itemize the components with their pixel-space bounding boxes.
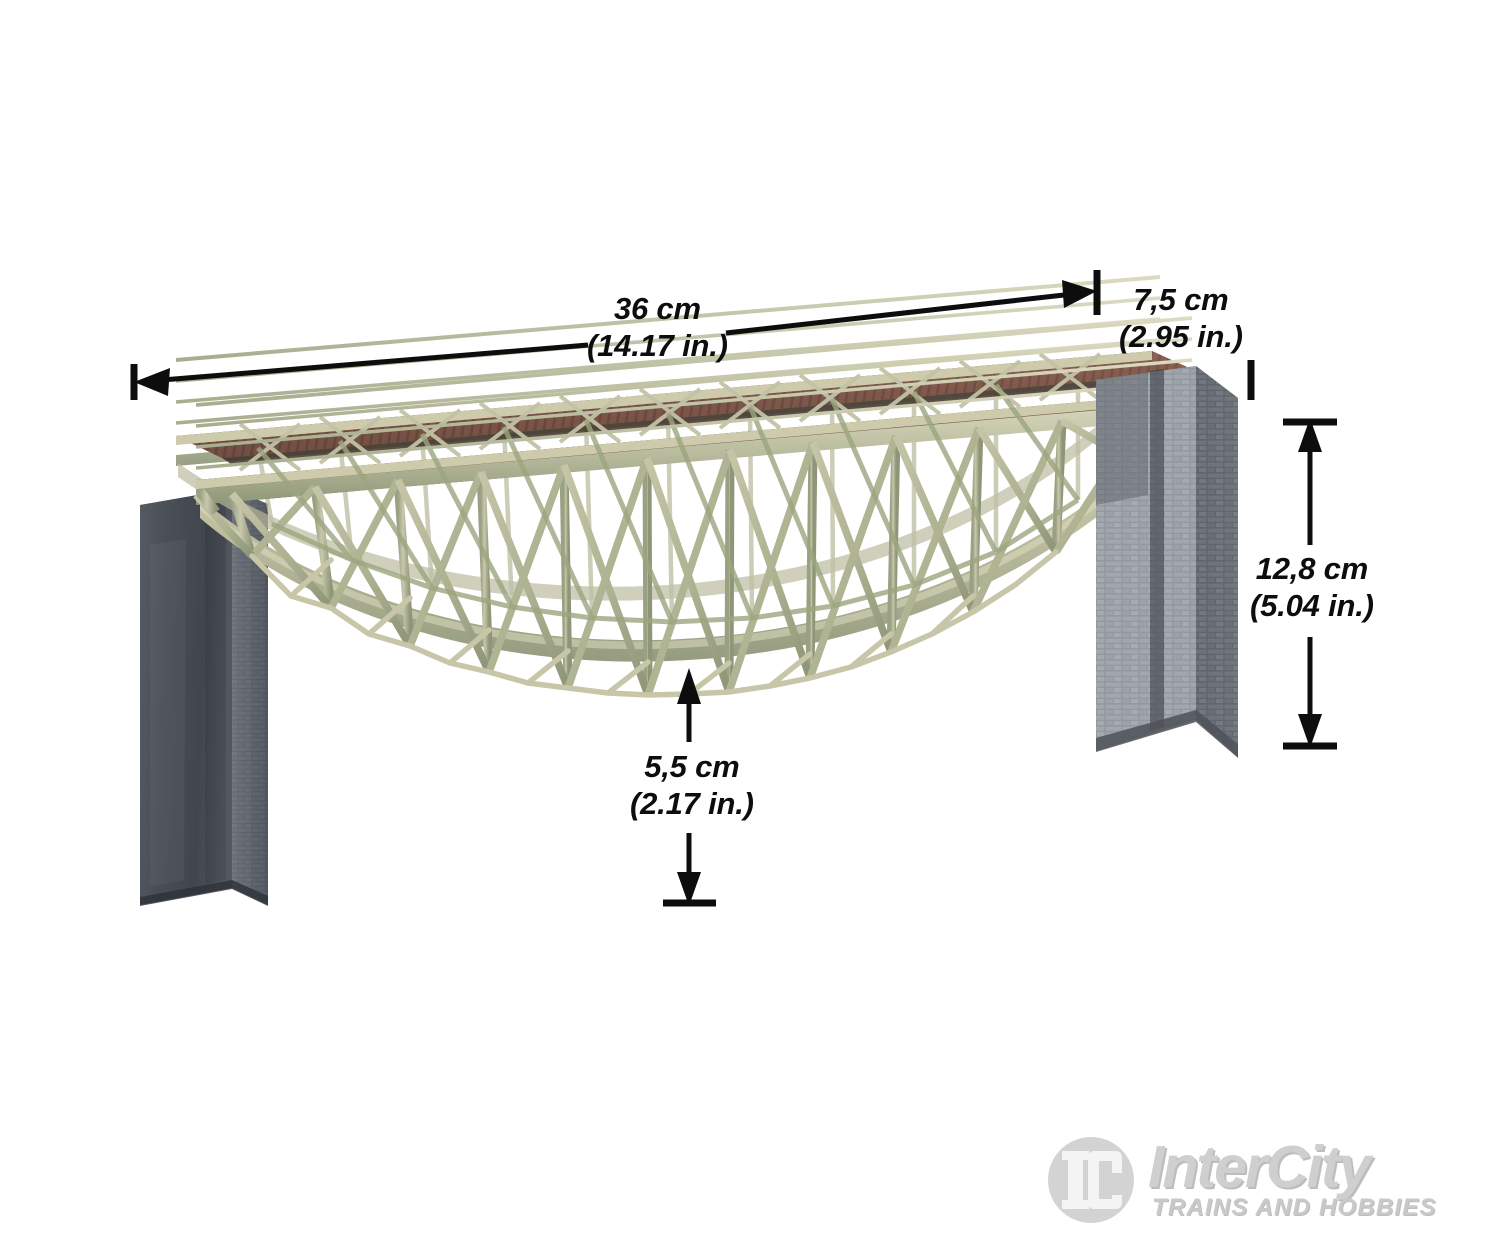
dimension-length	[130, 270, 1101, 400]
left-abutment	[140, 489, 268, 906]
dimension-length-imperial: (14.17 in.)	[587, 327, 728, 363]
dimension-label-length: 36 cm (14.17 in.)	[587, 291, 728, 364]
dimension-clearance	[663, 668, 716, 907]
dimension-height-metric: 12,8 cm	[1255, 551, 1369, 586]
dimension-annotations	[130, 270, 1337, 907]
dimension-length-metric: 36 cm	[613, 291, 701, 326]
watermark-tagline: TRAINS AND HOBBIES	[1152, 1194, 1437, 1222]
intercity-watermark-logo: InterCity TRAINS AND HOBBIES	[1048, 1128, 1438, 1232]
watermark-text-block: InterCity TRAINS AND HOBBIES	[1148, 1133, 1437, 1222]
letter-i-glyph	[1062, 1151, 1089, 1209]
dimension-width-metric: 7,5 cm	[1133, 282, 1229, 317]
dimension-clearance-metric: 5,5 cm	[644, 749, 740, 784]
letter-c-glyph	[1088, 1151, 1124, 1209]
dimension-clearance-imperial: (2.17 in.)	[630, 785, 754, 821]
near-truss	[193, 383, 1192, 698]
dimension-label-clearance: 5,5 cm (2.17 in.)	[630, 749, 754, 822]
dimension-label-width: 7,5 cm (2.95 in.)	[1119, 282, 1243, 355]
truss-bridge	[174, 275, 1218, 698]
dimension-height-imperial: (5.04 in.)	[1250, 587, 1374, 623]
ic-badge-icon	[1048, 1137, 1134, 1223]
right-abutment	[1096, 366, 1238, 758]
dimension-label-height: 12,8 cm (5.04 in.)	[1250, 551, 1374, 624]
dimension-height	[1283, 418, 1337, 750]
near-railing	[194, 316, 1193, 486]
dimension-width-imperial: (2.95 in.)	[1119, 318, 1243, 354]
watermark-brand-name: InterCity	[1148, 1133, 1371, 1200]
